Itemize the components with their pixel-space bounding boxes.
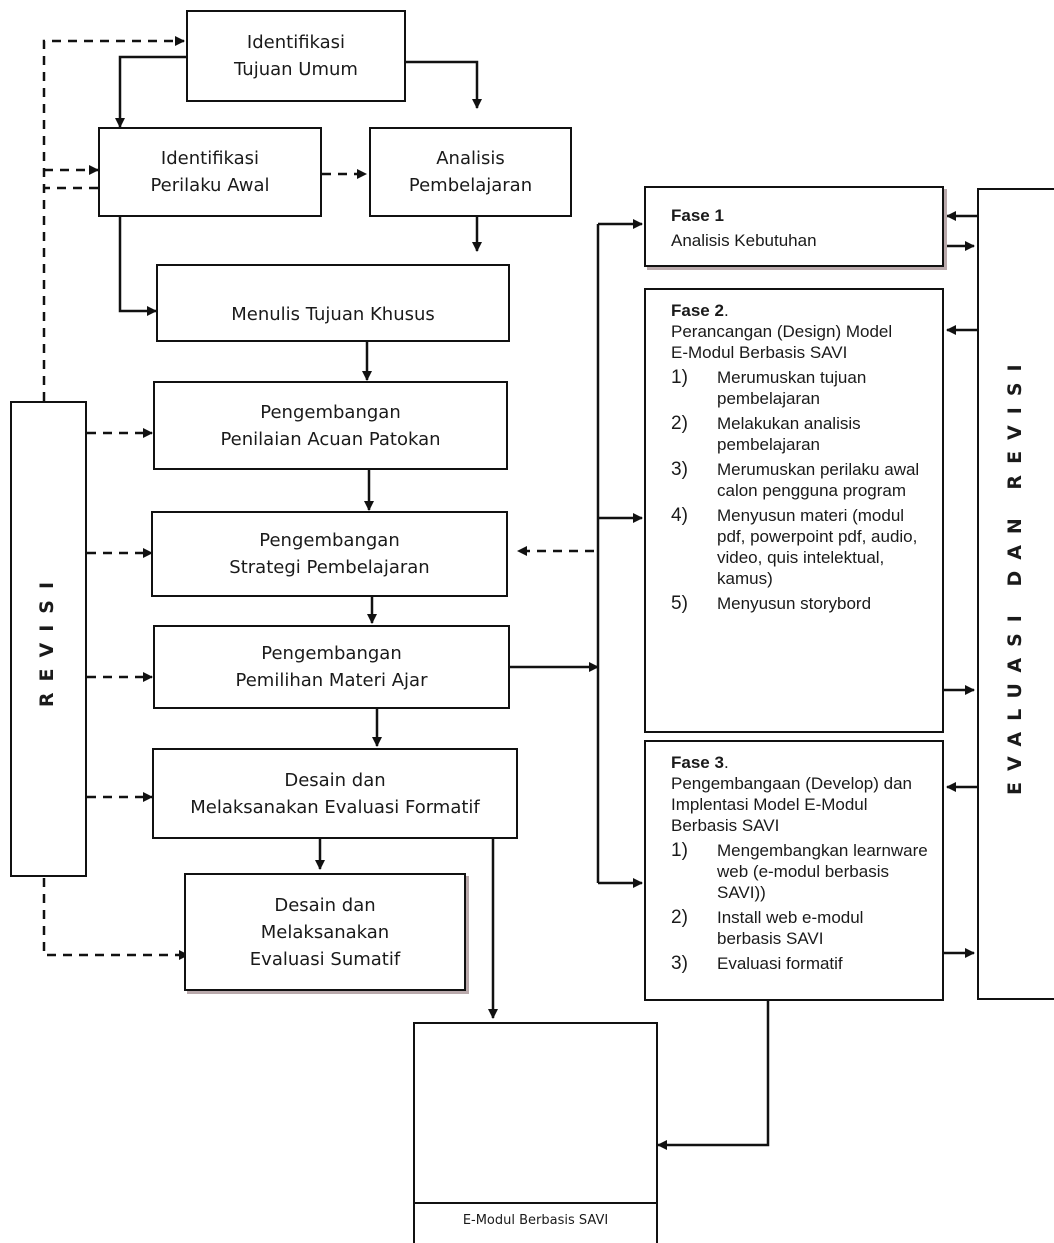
output-caption-divider: [413, 1202, 658, 1204]
box-desain-evaluasi-formatif: Desain dan Melaksanakan Evaluasi Formati…: [152, 748, 518, 839]
step-text: Mengembangkan learnware web (e-modul ber…: [717, 841, 928, 902]
step-number: 1): [671, 840, 688, 861]
box-pengembangan-materi: Pengembangan Pemilihan Materi Ajar: [153, 625, 510, 709]
arrow-perilaku-to-khusus: [118, 217, 157, 316]
step-number: 2): [671, 907, 688, 928]
fase1-desc: Analisis Kebutuhan: [671, 231, 817, 250]
fase2-step-list: 1) Merumuskan tujuan pembelajaran 2) Melaku…: [671, 367, 932, 614]
step-number: 3): [671, 459, 688, 480]
evaluasi-revisi-label: EVALUASI DAN REVISI: [1004, 353, 1026, 795]
arrow-fase3-to-output: [657, 1001, 770, 1150]
box-fase-2: Fase 2. Perancangan (Design) Model E-Mod…: [644, 288, 944, 733]
revisi-label: REVISI: [36, 570, 58, 708]
box-fase-3: Fase 3. Pengembangaan (Develop) dan Impl…: [644, 740, 944, 1001]
dashed-to-sumatif: [42, 878, 189, 960]
step-number: 2): [671, 413, 688, 434]
step-text: Install web e-modul berbasis SAVI: [717, 908, 864, 948]
fase2-step: 4) Menyusun materi (modul pdf, powerpoint…: [671, 505, 932, 589]
step-number: 4): [671, 505, 688, 526]
fase2-step: 2) Melakukan analisis pembelajaran: [671, 413, 932, 455]
box-identifikasi-tujuan-umum: Identifikasi Tujuan Umum: [186, 10, 406, 102]
box-output-emodul: [413, 1022, 658, 1243]
fase3-desc: Pengembangaan (Develop) dan Implentasi M…: [671, 774, 913, 835]
fase3-step: 3) Evaluasi formatif: [671, 953, 932, 974]
step-number: 1): [671, 367, 688, 388]
fase2-title: Fase 2: [671, 301, 724, 320]
step-text: Evaluasi formatif: [717, 954, 843, 973]
box-menulis-tujuan-khusus: Menulis Tujuan Khusus: [156, 264, 510, 342]
box-evaluasi-dan-revisi: [977, 188, 1054, 1000]
dashed-revisi-up: [42, 36, 185, 401]
fase2-step: 3) Merumuskan perilaku awal calon penggun…: [671, 459, 932, 501]
fase2-step: 5) Menyusun storybord: [671, 593, 932, 614]
box-desain-evaluasi-sumatif: Desain dan Melaksanakan Evaluasi Sumatif: [184, 873, 466, 991]
fase2-step: 1) Merumuskan tujuan pembelajaran: [671, 367, 932, 409]
fase3-step: 1) Mengembangkan learnware web (e-modul b…: [671, 840, 932, 903]
box-pengembangan-strategi: Pengembangan Strategi Pembelajaran: [151, 511, 508, 597]
fase3-step-list: 1) Mengembangkan learnware web (e-modul b…: [671, 840, 932, 974]
box-fase-1: Fase 1 Analisis Kebutuhan: [644, 186, 944, 267]
arrow-umum-to-analisis: [406, 60, 482, 109]
box-identifikasi-perilaku-awal: Identifikasi Perilaku Awal: [98, 127, 322, 217]
step-text: Merumuskan perilaku awal calon pengguna …: [717, 460, 920, 500]
fase1-title: Fase 1: [671, 206, 724, 225]
fase3-title: Fase 3: [671, 753, 724, 772]
box-revisi: [10, 401, 87, 877]
step-number: 5): [671, 593, 688, 614]
step-text: Menyusun storybord: [717, 594, 872, 613]
box-analisis-pembelajaran: Analisis Pembelajaran: [369, 127, 572, 217]
step-number: 3): [671, 953, 688, 974]
step-text: Menyusun materi (modul pdf, powerpoint p…: [717, 506, 918, 588]
step-text: Melakukan analisis pembelajaran: [717, 414, 861, 454]
step-text: Merumuskan tujuan pembelajaran: [717, 368, 867, 408]
fase3-step: 2) Install web e-modul berbasis SAVI: [671, 907, 932, 949]
arrow-umum-to-perilaku: [115, 55, 187, 128]
box-pengembangan-penilaian: Pengembangan Penilaian Acuan Patokan: [153, 381, 508, 470]
output-caption: E-Modul Berbasis SAVI: [462, 1213, 609, 1228]
fase2-desc: Perancangan (Design) Model E-Modul Berba…: [671, 322, 893, 362]
